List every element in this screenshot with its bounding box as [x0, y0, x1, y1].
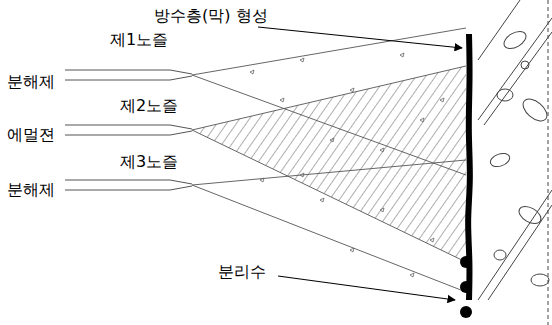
- callout-label: 방수층(막) 형성: [152, 6, 270, 25]
- nozzle-label: 제3노즐: [118, 152, 180, 171]
- nozzle-label: 제2노즐: [118, 96, 180, 115]
- nozzle-label: 제1노즐: [108, 30, 170, 49]
- agent-label: 분해제: [5, 180, 57, 199]
- agent-label: 에멀젼: [5, 125, 57, 144]
- concrete-wall: [478, 0, 552, 325]
- callout-label: 분리수: [216, 262, 268, 281]
- nozzles: [65, 70, 192, 190]
- separated-water: [460, 256, 472, 318]
- leader-lines: [258, 27, 462, 300]
- spray-particles: [250, 53, 444, 277]
- spray-cones: [190, 28, 470, 292]
- agent-label: 분해제: [5, 72, 57, 91]
